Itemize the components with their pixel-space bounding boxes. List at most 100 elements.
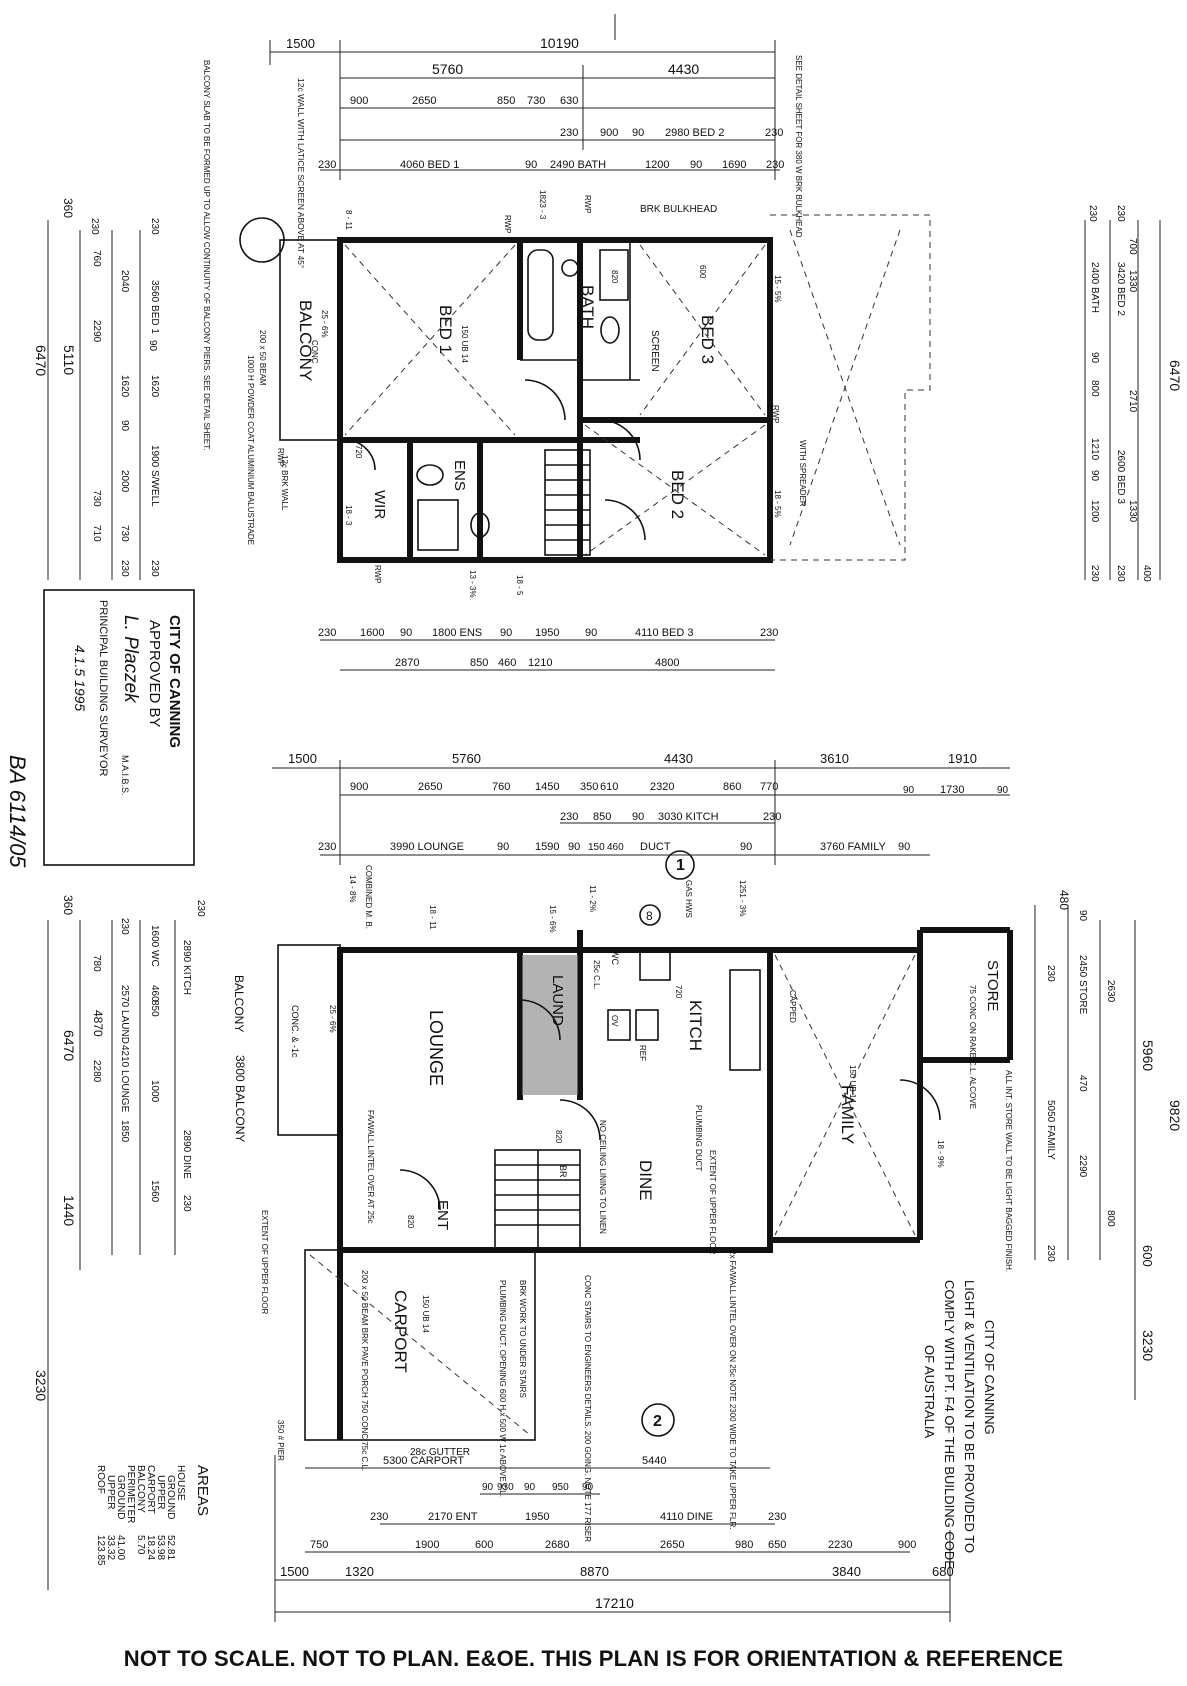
lower-dim-top-30: DUCT bbox=[640, 841, 671, 853]
lower-dim-top-15: 90 bbox=[903, 785, 915, 796]
upper-dim-right-13: 2600 BED 3 bbox=[1115, 450, 1126, 504]
upper-dim-left-18: 710 bbox=[91, 525, 102, 542]
upper-dim-left-3: 230 bbox=[149, 218, 160, 235]
lower-dim-top-33: 90 bbox=[898, 841, 910, 853]
lower-dim-bottom-24: 1500 bbox=[280, 1564, 309, 1579]
lower-note-brk-work: BRK WORK TO UNDER STAIRS bbox=[518, 1280, 527, 1398]
lower-dim-top-19: 850 bbox=[593, 811, 611, 823]
areas-row-label-5: BALCONY bbox=[135, 1465, 146, 1513]
city-note-line-4: OF AUSTRALIA bbox=[922, 1345, 937, 1439]
lower-dim-left-8: 850 bbox=[149, 1000, 160, 1017]
upper-note-brk-wall: 12c BRK WALL bbox=[280, 455, 289, 511]
upper-dim-top-1: 1500 bbox=[286, 36, 315, 51]
upper-code-3: 18 - 3 bbox=[344, 505, 353, 526]
lower-dim-bottom-11: 4110 DINE bbox=[660, 1511, 713, 1523]
upper-roof-outline bbox=[770, 214, 931, 561]
lower-dim-left-3: 230 bbox=[195, 900, 206, 917]
lower-code-8: 150 UB 14 bbox=[848, 1065, 857, 1103]
lower-dim-right-12: 230 bbox=[1045, 1245, 1056, 1262]
upper-dim-right-6: 3420 BED 2 bbox=[1115, 262, 1126, 316]
lower-note-capped: CAPPED bbox=[788, 990, 797, 1023]
upper-bottom-dimensions: 230 1600 90 1800 ENS 90 1950 90 4110 BED… bbox=[318, 627, 778, 671]
upper-dim-right-1: 230 bbox=[1087, 205, 1098, 222]
lower-note-plumbing-duct: PLUMBING DUCT bbox=[694, 1105, 703, 1171]
upper-note-rwp-2: RWP bbox=[583, 195, 592, 214]
lower-dim-top-13: 860 bbox=[723, 781, 741, 793]
lower-note-carport: 200 x 50 BEAM BRK PAVE PORCH 750 CONC 75… bbox=[360, 1270, 369, 1471]
upper-dim-top-16: 4060 BED 1 bbox=[400, 159, 459, 171]
lower-dim-right-5: 2630 bbox=[1105, 980, 1116, 1003]
upper-dim-right-9: 90 bbox=[1089, 352, 1100, 364]
lower-room-dine: DINE bbox=[636, 1160, 655, 1201]
approval-title: CITY OF CANNING bbox=[166, 615, 183, 748]
approval-signature: L. Placzek bbox=[120, 615, 141, 704]
upper-dim-top-14: 230 bbox=[765, 127, 783, 139]
upper-room-wir: WIR bbox=[371, 490, 388, 519]
lower-dim-bottom-9: 2170 ENT bbox=[428, 1511, 478, 1523]
upper-floor-plan: 1500 10190 5760 4430 900 2650 850 730 63… bbox=[33, 14, 1183, 671]
lower-top-dimensions: 1500 5760 4430 3610 1910 900 2650 760 14… bbox=[272, 751, 1010, 865]
upper-room-screen: SCREEN bbox=[649, 330, 660, 372]
areas-row-value-5: 5.70 bbox=[135, 1535, 146, 1555]
upper-dim-top-2: 10190 bbox=[540, 35, 579, 51]
lower-room-carport: CARPORT bbox=[391, 1290, 410, 1373]
upper-dim-top-15: 230 bbox=[318, 159, 336, 171]
laundry-hatch bbox=[522, 955, 578, 1095]
lower-dim-top-7: 2650 bbox=[418, 781, 442, 793]
lower-dim-bottom-19: 650 bbox=[768, 1539, 786, 1551]
upper-note-detail-sheet: SEE DETAIL SHEET FOR 380 W BRK BULKHEAD bbox=[794, 55, 803, 238]
lower-dim-left-4: 1600 WC bbox=[149, 925, 160, 967]
upper-note-brk-bulkhead: BRK BULKHEAD bbox=[640, 204, 717, 215]
areas-table: AREAS HOUSE GROUND 52.81 UPPER 53.98 CAR… bbox=[95, 1465, 211, 1566]
upper-dim-top-12: 90 bbox=[632, 127, 644, 139]
lower-dim-bottom-13: 750 bbox=[310, 1539, 328, 1551]
lower-dim-bottom-1: 5300 CARPORT bbox=[383, 1455, 464, 1467]
upper-dim-left-20: 230 bbox=[149, 560, 160, 577]
lower-bottom-dimensions: 5300 CARPORT 5440 90 930 90 950 90 230 2… bbox=[274, 1455, 954, 1622]
upper-dim-right-16: 230 bbox=[1089, 565, 1100, 582]
upper-right-dimensions: 230 230 700 1330 2400 BATH 3420 BED 2 64… bbox=[1084, 205, 1183, 582]
upper-dim-top-13: 2980 BED 2 bbox=[665, 127, 724, 139]
upper-dim-right-8: 2710 bbox=[1127, 390, 1138, 413]
lower-note-plumbing-ducts: PLUMBING DUCT. OPENING 600 H x 500 W 1c … bbox=[498, 1280, 507, 1497]
lower-note-extent-upper-2: EXTENT OF UPPER FLOOR bbox=[708, 1150, 717, 1255]
lower-dim-bottom-27: 17210 bbox=[595, 1595, 634, 1611]
upper-dim-top-22: 230 bbox=[766, 159, 784, 171]
lower-dim-left-10: 6470 bbox=[61, 1030, 77, 1061]
upper-dim-left-10: 1620 bbox=[149, 375, 160, 398]
upper-dim-left-5: 2040 bbox=[119, 270, 130, 293]
lower-dim-left-12: 4210 LOUNGE bbox=[119, 1045, 130, 1113]
upper-note-rwp-3: RWP bbox=[771, 405, 780, 424]
lower-dim-top-31: 90 bbox=[740, 841, 752, 853]
lower-dim-left-15: 1850 bbox=[119, 1120, 130, 1143]
lower-dim-top-23: 230 bbox=[318, 841, 336, 853]
disclaimer-footer: NOT TO SCALE. NOT TO PLAN. E&OE. THIS PL… bbox=[123, 1646, 1064, 1671]
upper-dim-bottom-13: 1210 bbox=[528, 657, 552, 669]
upper-code-2: 8 - 11 bbox=[344, 210, 353, 230]
lower-room-laundry: LAUND bbox=[549, 975, 566, 1026]
upper-dim-right-14: 1200 bbox=[1089, 500, 1100, 523]
upper-code-4: 13 - 3% bbox=[468, 570, 477, 598]
areas-row-value-2: 52.81 bbox=[165, 1535, 176, 1560]
upper-dim-right-10: 800 bbox=[1089, 380, 1100, 397]
lower-note-pier: 350 # PIER bbox=[276, 1420, 285, 1461]
lower-room-store: STORE bbox=[984, 960, 1001, 1011]
lower-note-conc-stairs: CONC STAIRS TO ENGINEERS DETAILS. 200 GO… bbox=[583, 1275, 592, 1542]
lower-dim-top-25: 90 bbox=[497, 841, 509, 853]
upper-code-6: 15 - 5% bbox=[773, 275, 782, 303]
upper-dim-bottom-4: 1800 ENS bbox=[432, 627, 482, 639]
lower-room-labels: BALCONY LOUNGE LAUND KITCH DINE ENT FAMI… bbox=[232, 960, 1001, 1373]
upper-code-10: 820 bbox=[610, 270, 619, 284]
lower-dim-bottom-18: 980 bbox=[735, 1539, 753, 1551]
lower-dim-left-17: 1560 bbox=[149, 1180, 160, 1203]
lower-dim-top-27: 90 bbox=[568, 841, 580, 853]
lower-dim-left-14: 1000 bbox=[149, 1080, 160, 1103]
lower-note-combined: COMBINED M. B. bbox=[364, 865, 373, 929]
lower-code-6: 14 - 8% bbox=[348, 875, 357, 903]
lower-dim-right-2: 90 bbox=[1077, 910, 1088, 922]
lower-dim-bottom-5: 90 bbox=[524, 1482, 536, 1493]
lower-room-balcony: BALCONY bbox=[232, 975, 246, 1032]
lower-dim-top-17: 90 bbox=[997, 785, 1009, 796]
lower-dim-right-4: 2450 STORE bbox=[1077, 955, 1088, 1015]
lower-room-family: FAMILY bbox=[838, 1085, 857, 1144]
